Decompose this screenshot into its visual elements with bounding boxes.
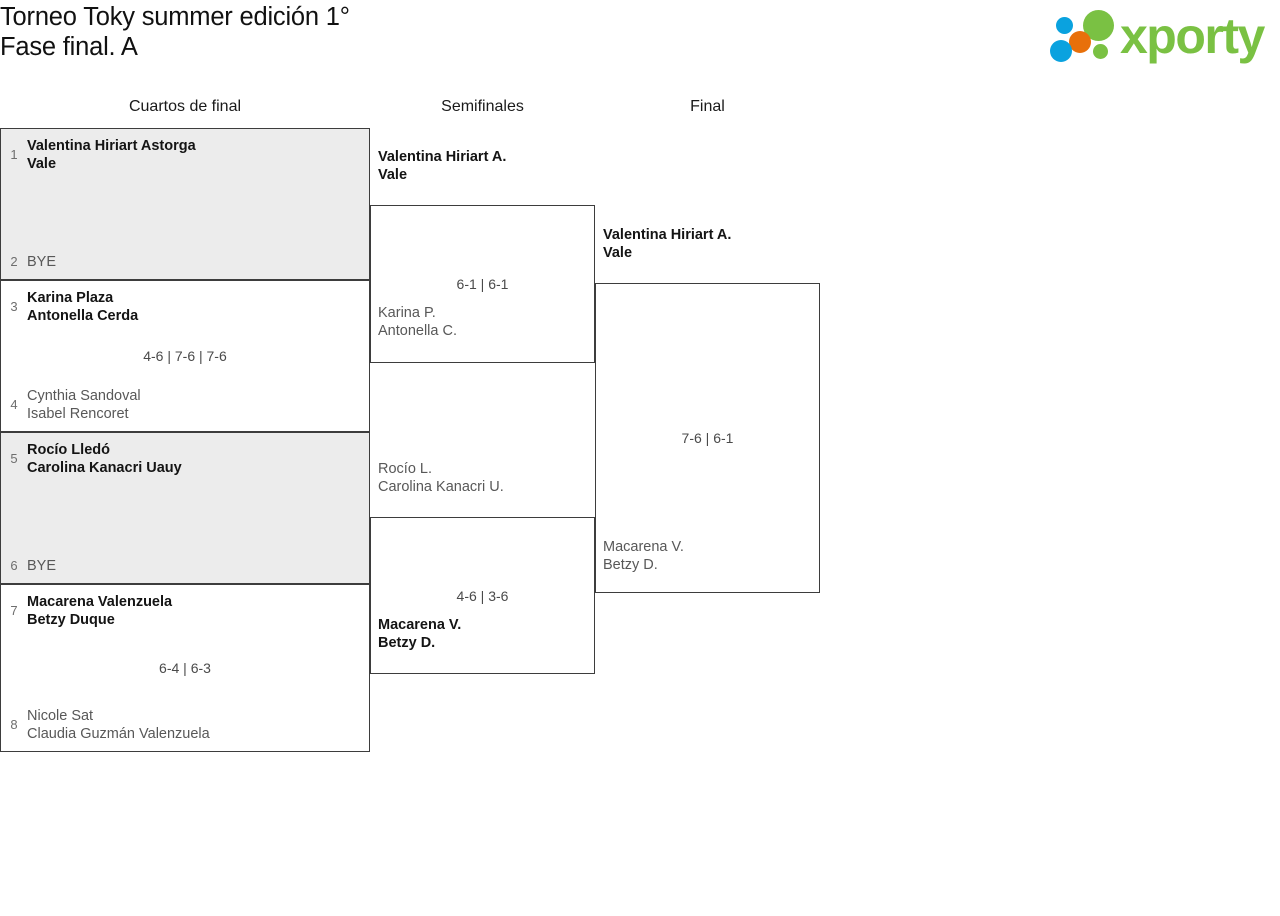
competitor-names: BYE: [27, 558, 57, 574]
match-r2-1-score: 6-1 | 6-1: [456, 276, 509, 292]
logo-dot-green-small-icon: [1093, 44, 1108, 59]
match-r1-2-score: 4-6 | 7-6 | 7-6: [143, 348, 227, 364]
match-r2-2[interactable]: 4-6 | 3-6: [370, 517, 595, 674]
tournament-name: Torneo Toky summer edición 1°: [0, 3, 350, 31]
competitor-names: Nicole Sat Claudia Guzmán Valenzuela: [27, 708, 210, 742]
column-header-final: Final: [690, 98, 725, 115]
match-r2-1-competitor-bottom[interactable]: Karina P. Antonella C.: [378, 305, 457, 339]
match-r2-2-competitor-top[interactable]: Rocío L. Carolina Kanacri U.: [378, 461, 504, 495]
match-r2-1-competitor-top[interactable]: Valentina Hiriart A. Vale: [378, 149, 507, 183]
logo-dots-icon: [1050, 10, 1126, 62]
page-title: Torneo Toky summer edición 1° Fase final…: [0, 2, 350, 62]
match-r1-3-competitor-top[interactable]: 5 Rocío Lledó Carolina Kanacri Uauy: [1, 441, 369, 477]
column-header-quarterfinals: Cuartos de final: [128, 98, 242, 115]
match-r3-1-competitor-bottom[interactable]: Macarena V. Betzy D.: [603, 539, 684, 573]
match-r2-2-competitor-bottom[interactable]: Macarena V. Betzy D.: [378, 617, 462, 651]
match-r1-2-competitor-bottom[interactable]: 4 Cynthia Sandoval Isabel Rencoret: [1, 387, 369, 423]
match-r1-2[interactable]: 3 Karina Plaza Antonella Cerda 4 Cynthia…: [0, 280, 370, 432]
competitor-names: Karina Plaza Antonella Cerda: [27, 290, 139, 324]
match-r1-3[interactable]: 5 Rocío Lledó Carolina Kanacri Uauy 6 BY…: [0, 432, 370, 584]
seed-number: 2: [10, 254, 18, 269]
xporty-logo[interactable]: xporty: [1050, 8, 1276, 64]
seed-number: 7: [10, 603, 18, 618]
match-r1-4-competitor-bottom[interactable]: 8 Nicole Sat Claudia Guzmán Valenzuela: [1, 707, 369, 743]
competitor-names: BYE: [27, 254, 57, 270]
seed-number: 4: [10, 397, 18, 412]
logo-wordmark: xporty: [1120, 8, 1265, 64]
column-header-semifinals: Semifinales: [441, 98, 524, 115]
logo-dot-blue-large-icon: [1050, 40, 1072, 62]
seed-number: 5: [10, 451, 18, 466]
match-r1-1-competitor-top[interactable]: 1 Valentina Hiriart Astorga Vale: [1, 137, 369, 173]
match-r1-1[interactable]: 1 Valentina Hiriart Astorga Vale 2 BYE: [0, 128, 370, 280]
seed-number: 6: [10, 558, 18, 573]
match-r1-3-competitor-bottom[interactable]: 6 BYE: [1, 557, 369, 575]
seed-number: 8: [10, 717, 18, 732]
seed-number: 3: [10, 299, 18, 314]
match-r3-1[interactable]: 7-6 | 6-1: [595, 283, 820, 593]
competitor-names: Valentina Hiriart Astorga Vale: [27, 138, 196, 172]
match-r3-1-score: 7-6 | 6-1: [681, 430, 734, 446]
match-r2-2-score: 4-6 | 3-6: [456, 587, 509, 604]
match-r1-4-competitor-top[interactable]: 7 Macarena Valenzuela Betzy Duque: [1, 593, 369, 629]
seed-number: 1: [10, 147, 18, 162]
match-r1-1-competitor-bottom[interactable]: 2 BYE: [1, 253, 369, 271]
match-r1-4-score: 6-4 | 6-3: [159, 660, 211, 676]
page-header: Torneo Toky summer edición 1° Fase final…: [0, 0, 1280, 76]
match-r2-1[interactable]: 6-1 | 6-1: [370, 205, 595, 363]
competitor-names: Macarena Valenzuela Betzy Duque: [27, 594, 173, 628]
competitor-names: Cynthia Sandoval Isabel Rencoret: [27, 388, 141, 422]
match-r1-4[interactable]: 7 Macarena Valenzuela Betzy Duque 8 Nico…: [0, 584, 370, 752]
logo-dot-blue-small-icon: [1056, 17, 1073, 34]
match-r3-1-competitor-top[interactable]: Valentina Hiriart A. Vale: [603, 227, 732, 261]
logo-dot-orange-icon: [1069, 31, 1091, 53]
tournament-phase: Fase final. A: [0, 33, 138, 61]
match-r1-2-competitor-top[interactable]: 3 Karina Plaza Antonella Cerda: [1, 289, 369, 325]
competitor-names: Rocío Lledó Carolina Kanacri Uauy: [27, 442, 182, 476]
